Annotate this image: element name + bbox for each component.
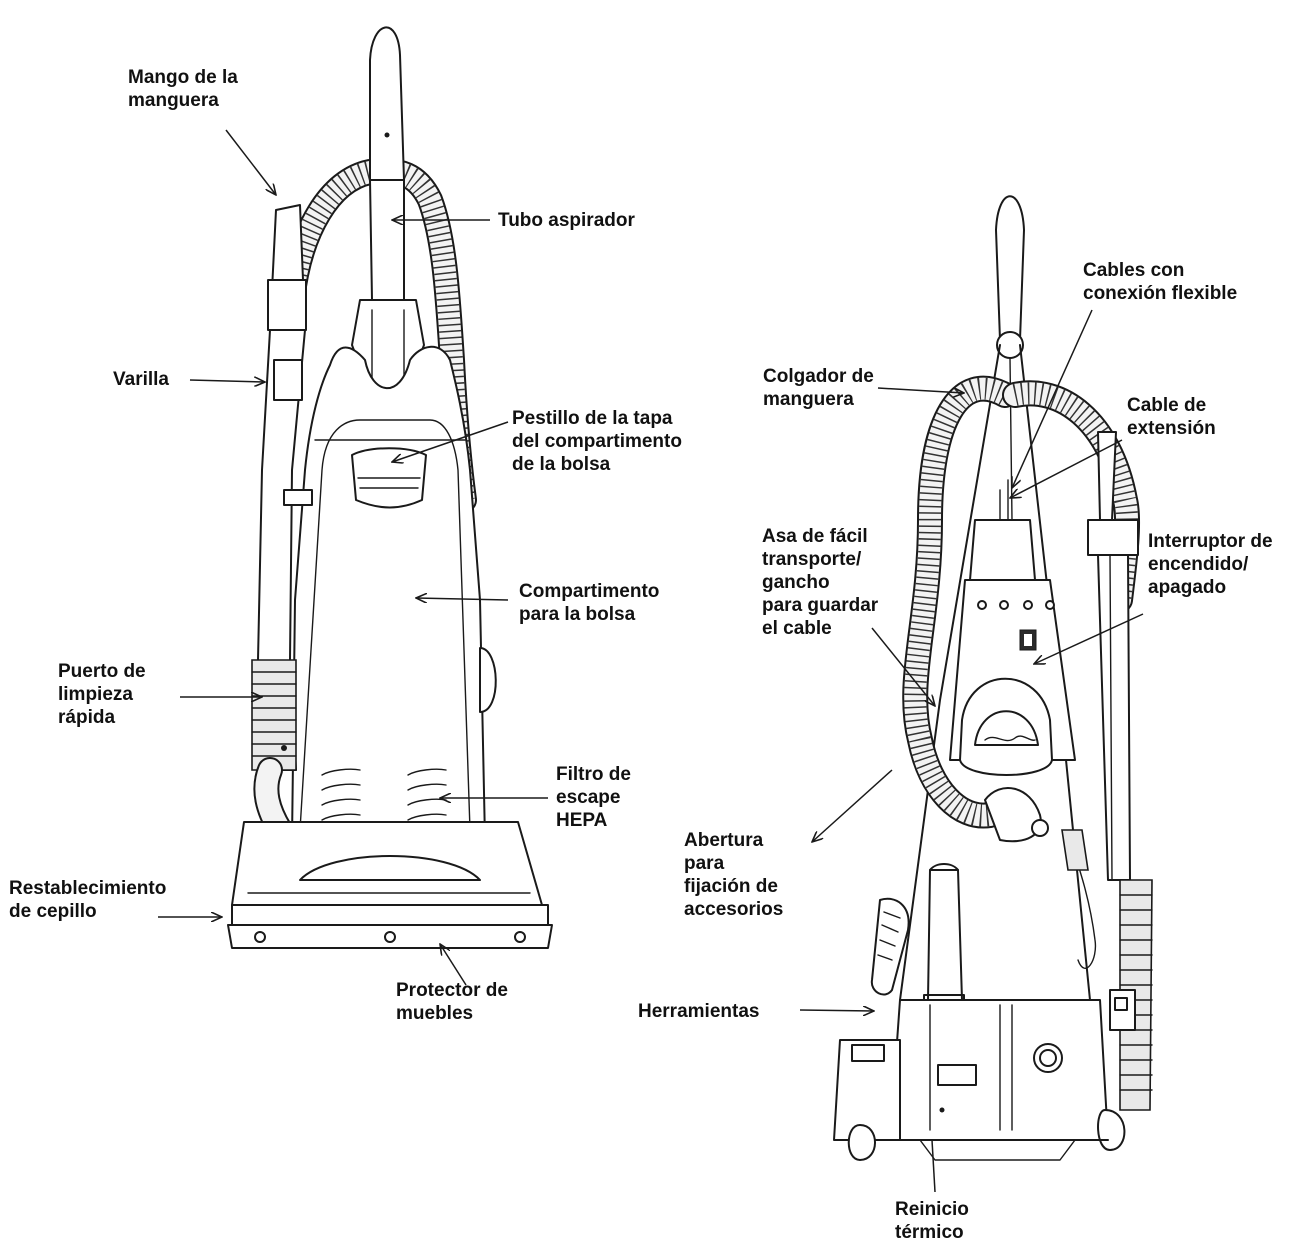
arrow-power-switch [1034, 613, 1144, 664]
label-thermal-reset: Reinicio térmico [895, 1199, 969, 1243]
arrow-flex-cables [1012, 309, 1093, 488]
label-carry-handle: Asa de fácil transporte/ gancho para gua… [762, 526, 879, 639]
arrow-wand [189, 380, 265, 382]
label-hose-handle: Mango de la manguera [128, 67, 238, 111]
arrow-hose-hanger [877, 387, 964, 393]
arrow-bag-compartment [416, 598, 509, 600]
arrow-carry-handle [871, 627, 935, 706]
label-wand: Varilla [113, 369, 169, 390]
arrow-hose-handle [225, 129, 276, 195]
label-hose-hanger: Colgador de manguera [763, 366, 874, 410]
arrow-extension-cord [1010, 439, 1123, 498]
label-bag-door-latch: Pestillo de la tapa del compartimento de… [512, 408, 682, 475]
label-tools: Herramientas [638, 1001, 760, 1022]
arrow-tools [799, 1010, 874, 1011]
label-bag-compartment: Compartimento para la bolsa [519, 581, 660, 625]
arrow-bag-door-latch [392, 421, 509, 462]
label-accessory-opening: Abertura para fijación de accesorios [684, 830, 784, 920]
arrow-furniture-guard [440, 944, 467, 986]
arrow-thermal-reset [931, 1139, 936, 1193]
label-quick-clean-port: Puerto de limpieza rápida [58, 661, 146, 728]
pointer-arrows [158, 129, 1144, 1193]
front-view-vacuum [227, 26, 553, 949]
label-brush-reset: Restablecimiento de cepillo [9, 878, 167, 922]
back-view-vacuum [833, 195, 1153, 1161]
label-hepa-filter: Filtro de escape HEPA [556, 764, 631, 831]
label-suction-tube: Tubo aspirador [498, 210, 635, 231]
label-extension-cord: Cable de extensión [1127, 395, 1216, 439]
arrow-accessory-opening [812, 769, 893, 842]
label-power-switch: Interruptor de encendido/ apagado [1148, 531, 1273, 598]
label-flex-cables: Cables con conexión flexible [1083, 260, 1238, 304]
label-furniture-guard: Protector de muebles [396, 980, 508, 1024]
